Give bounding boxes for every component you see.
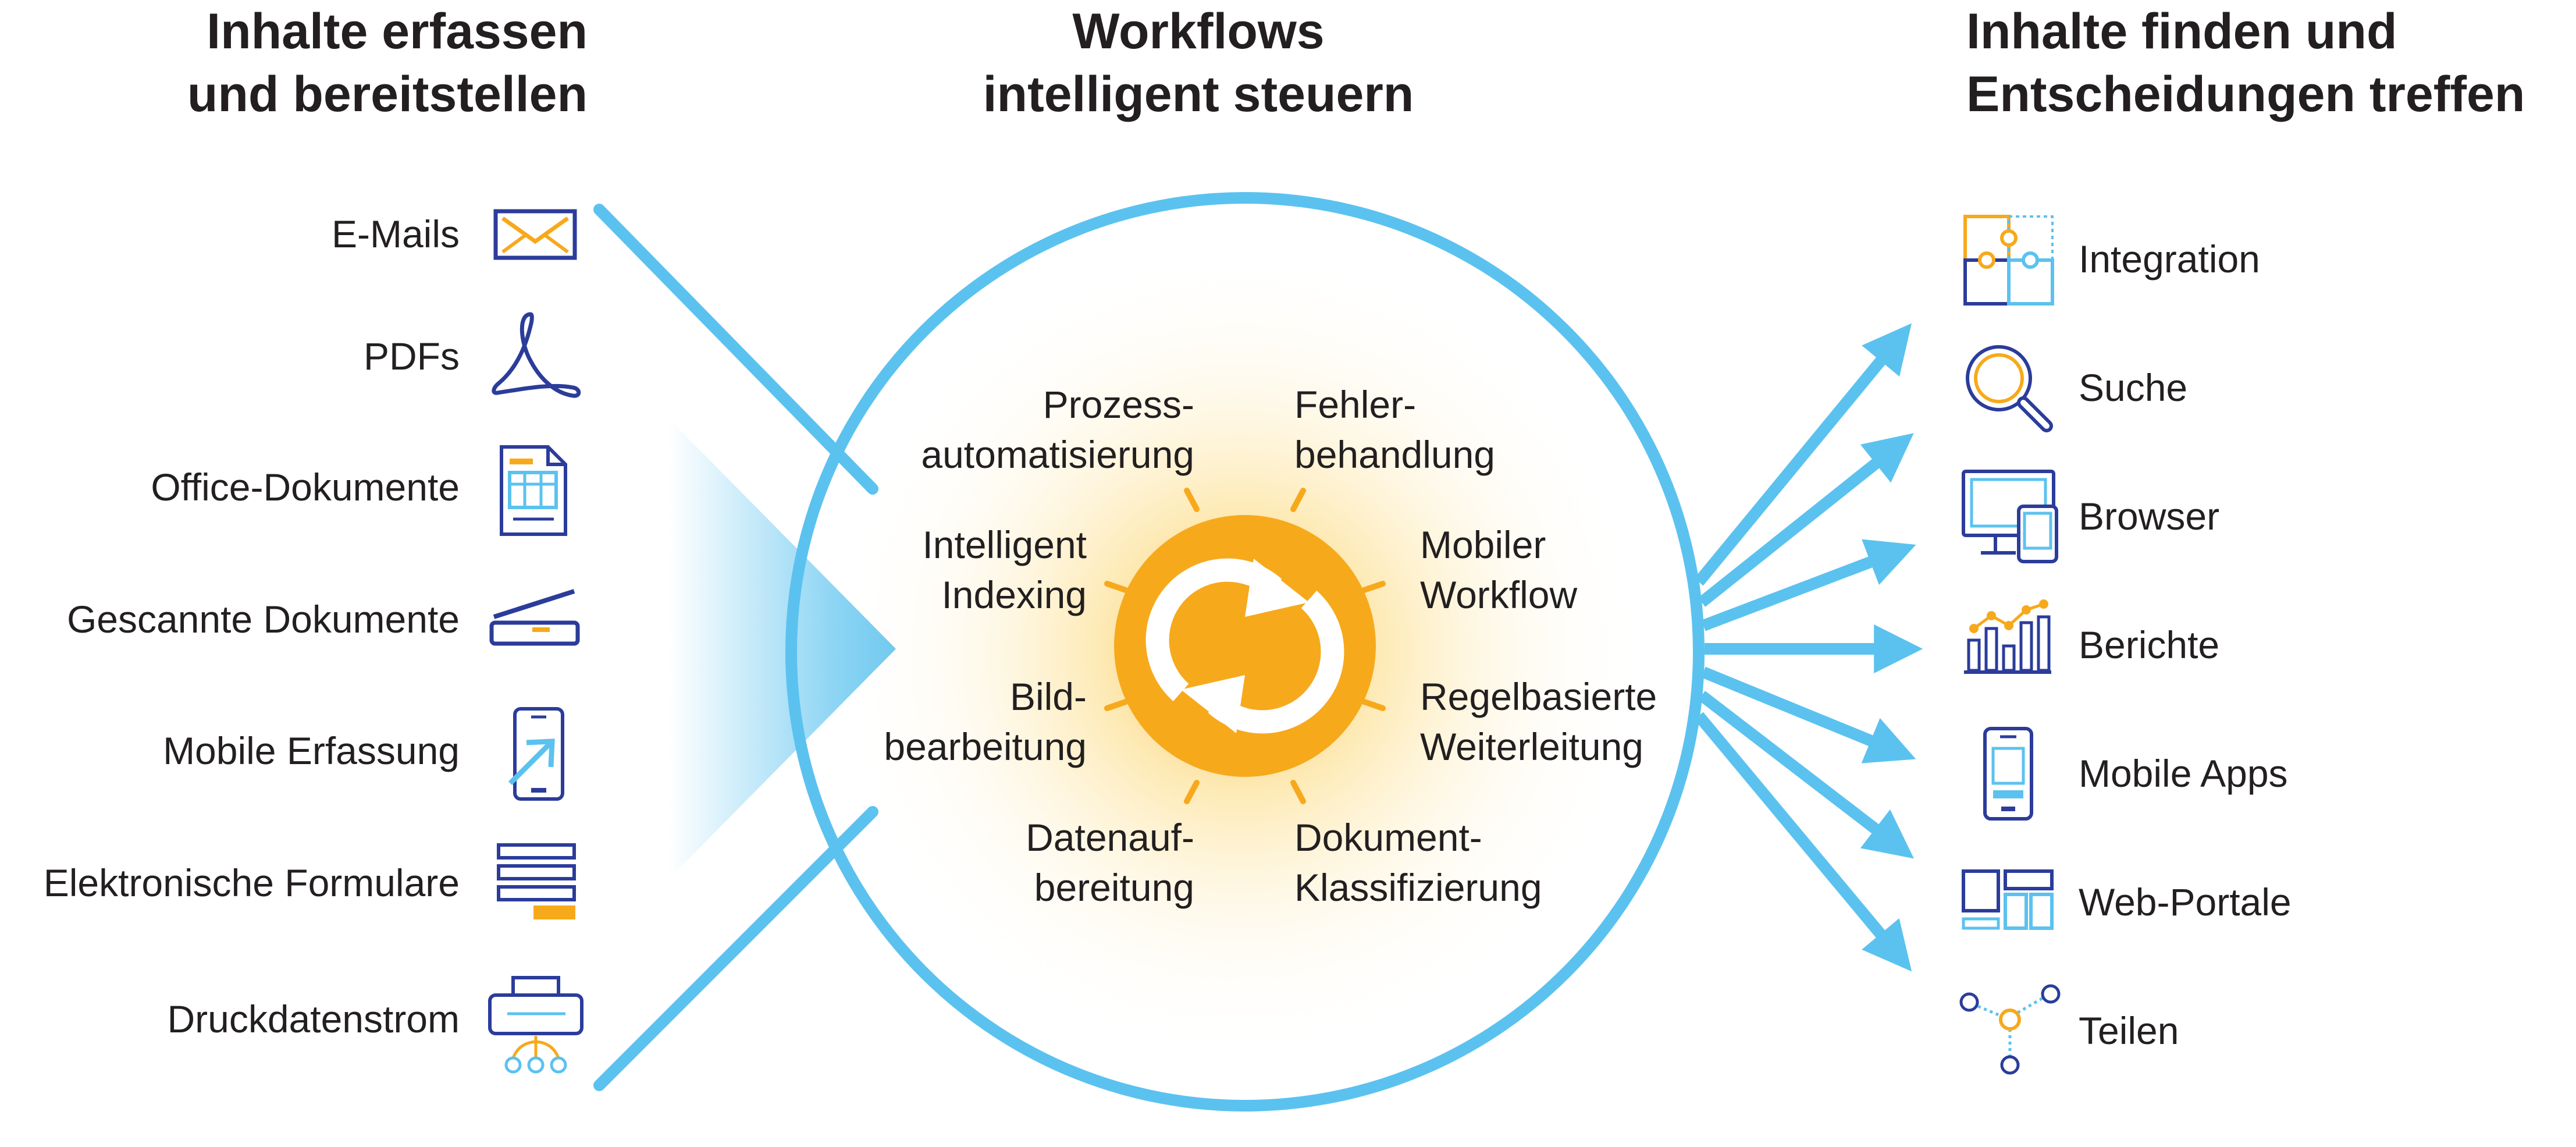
output-arrows <box>1694 323 1923 972</box>
workflow-label-error-handling-line-1: Fehler- <box>1294 383 1417 426</box>
workflow-label-indexing-line-1: Intelligent <box>922 523 1087 566</box>
input-label-scanned: Gescannte Dokumente <box>66 598 460 641</box>
report-chart-icon <box>1964 599 2051 674</box>
office-document-icon <box>500 445 567 536</box>
workflow-label-automation: Prozess- automatisierung <box>921 379 1194 480</box>
mobile-app-icon <box>1983 727 2033 821</box>
mobile-capture-icon <box>508 707 564 801</box>
workflow-label-automation-line-1: Prozess- <box>1043 383 1194 426</box>
workflow-label-classification-line-1: Dokument- <box>1294 816 1482 859</box>
workflow-label-classification-line-2: Klassifizierung <box>1294 866 1542 909</box>
input-funnel <box>669 419 896 879</box>
workflow-label-image-processing: Bild- bearbeitung <box>884 672 1087 772</box>
input-label-mobile-capture: Mobile Erfassung <box>163 729 460 772</box>
heading-find: Inhalte finden und Entscheidungen treffe… <box>1966 0 2576 126</box>
pdf-icon <box>492 312 581 398</box>
workflow-label-data-preparation-line-2: bereitung <box>1034 866 1194 909</box>
scanner-icon <box>489 589 580 646</box>
sun-rays <box>1104 488 1386 804</box>
heading-find-line-1: Inhalte finden und <box>1966 3 2397 59</box>
output-label-search: Suche <box>2079 366 2188 409</box>
workflow-label-mobile-workflow: Mobiler Workflow <box>1420 520 1577 620</box>
output-label-share: Teilen <box>2079 1009 2179 1052</box>
web-portal-icon <box>1962 869 2054 930</box>
heading-capture-line-2: und bereitstellen <box>187 66 588 122</box>
workflow-label-data-preparation-line-1: Datenauf- <box>1026 816 1194 859</box>
share-icon <box>1959 984 2061 1075</box>
input-label-office: Office-Dokumente <box>151 466 460 509</box>
heading-workflows-line-1: Workflows <box>1072 3 1325 59</box>
output-label-mobile-apps: Mobile Apps <box>2079 752 2288 795</box>
workflow-label-mobile-workflow-line-2: Workflow <box>1420 573 1578 616</box>
input-label-emails: E-Mails <box>331 212 460 255</box>
workflow-label-indexing: Intelligent Indexing <box>922 520 1087 620</box>
printer-icon <box>488 976 583 1074</box>
heading-find-line-2: Entscheidungen treffen <box>1966 66 2525 122</box>
input-label-print-stream: Druckdatenstrom <box>167 997 460 1041</box>
workflow-label-indexing-line-2: Indexing <box>941 573 1087 616</box>
funnel-line-bottom <box>593 806 878 1091</box>
workflow-label-data-preparation: Datenauf- bereitung <box>1026 812 1194 912</box>
heading-capture-line-1: Inhalte erfassen <box>207 3 588 59</box>
output-label-integration: Integration <box>2079 237 2260 280</box>
workflow-label-image-processing-line-1: Bild- <box>1009 675 1087 718</box>
heading-workflows-line-2: intelligent steuern <box>983 66 1414 122</box>
workflow-label-error-handling: Fehler- behandlung <box>1294 379 1495 480</box>
form-icon <box>497 843 576 919</box>
workflow-label-classification: Dokument- Klassifizierung <box>1294 812 1542 912</box>
input-label-forms: Elektronische Formulare <box>43 861 460 904</box>
workflow-label-mobile-workflow-line-1: Mobiler <box>1420 523 1546 566</box>
output-label-reports: Berichte <box>2079 623 2220 666</box>
funnel-line-top <box>593 204 878 495</box>
heading-workflows: Workflows intelligent steuern <box>849 0 1547 126</box>
workflow-circle <box>785 192 1705 1112</box>
workflow-label-error-handling-line-2: behandlung <box>1294 433 1496 476</box>
input-label-pdfs: PDFs <box>364 335 460 378</box>
workflow-label-rule-routing-line-2: Weiterleitung <box>1420 725 1643 768</box>
magnifier-icon <box>1966 345 2053 432</box>
workflow-label-automation-line-2: automatisierung <box>921 433 1194 476</box>
output-label-web-portals: Web-Portale <box>2079 880 2292 924</box>
output-label-browser: Browser <box>2079 495 2220 538</box>
puzzle-icon <box>1963 215 2054 306</box>
workflow-label-image-processing-line-2: bearbeitung <box>884 725 1087 768</box>
browser-devices-icon <box>1962 470 2058 563</box>
workflow-label-rule-routing: Regelbasierte Weiterleitung <box>1420 672 1657 772</box>
envelope-icon <box>493 209 577 260</box>
heading-capture: Inhalte erfassen und bereitstellen <box>0 0 588 126</box>
refresh-icon <box>1114 515 1376 777</box>
workflow-label-rule-routing-line-1: Regelbasierte <box>1420 675 1657 718</box>
